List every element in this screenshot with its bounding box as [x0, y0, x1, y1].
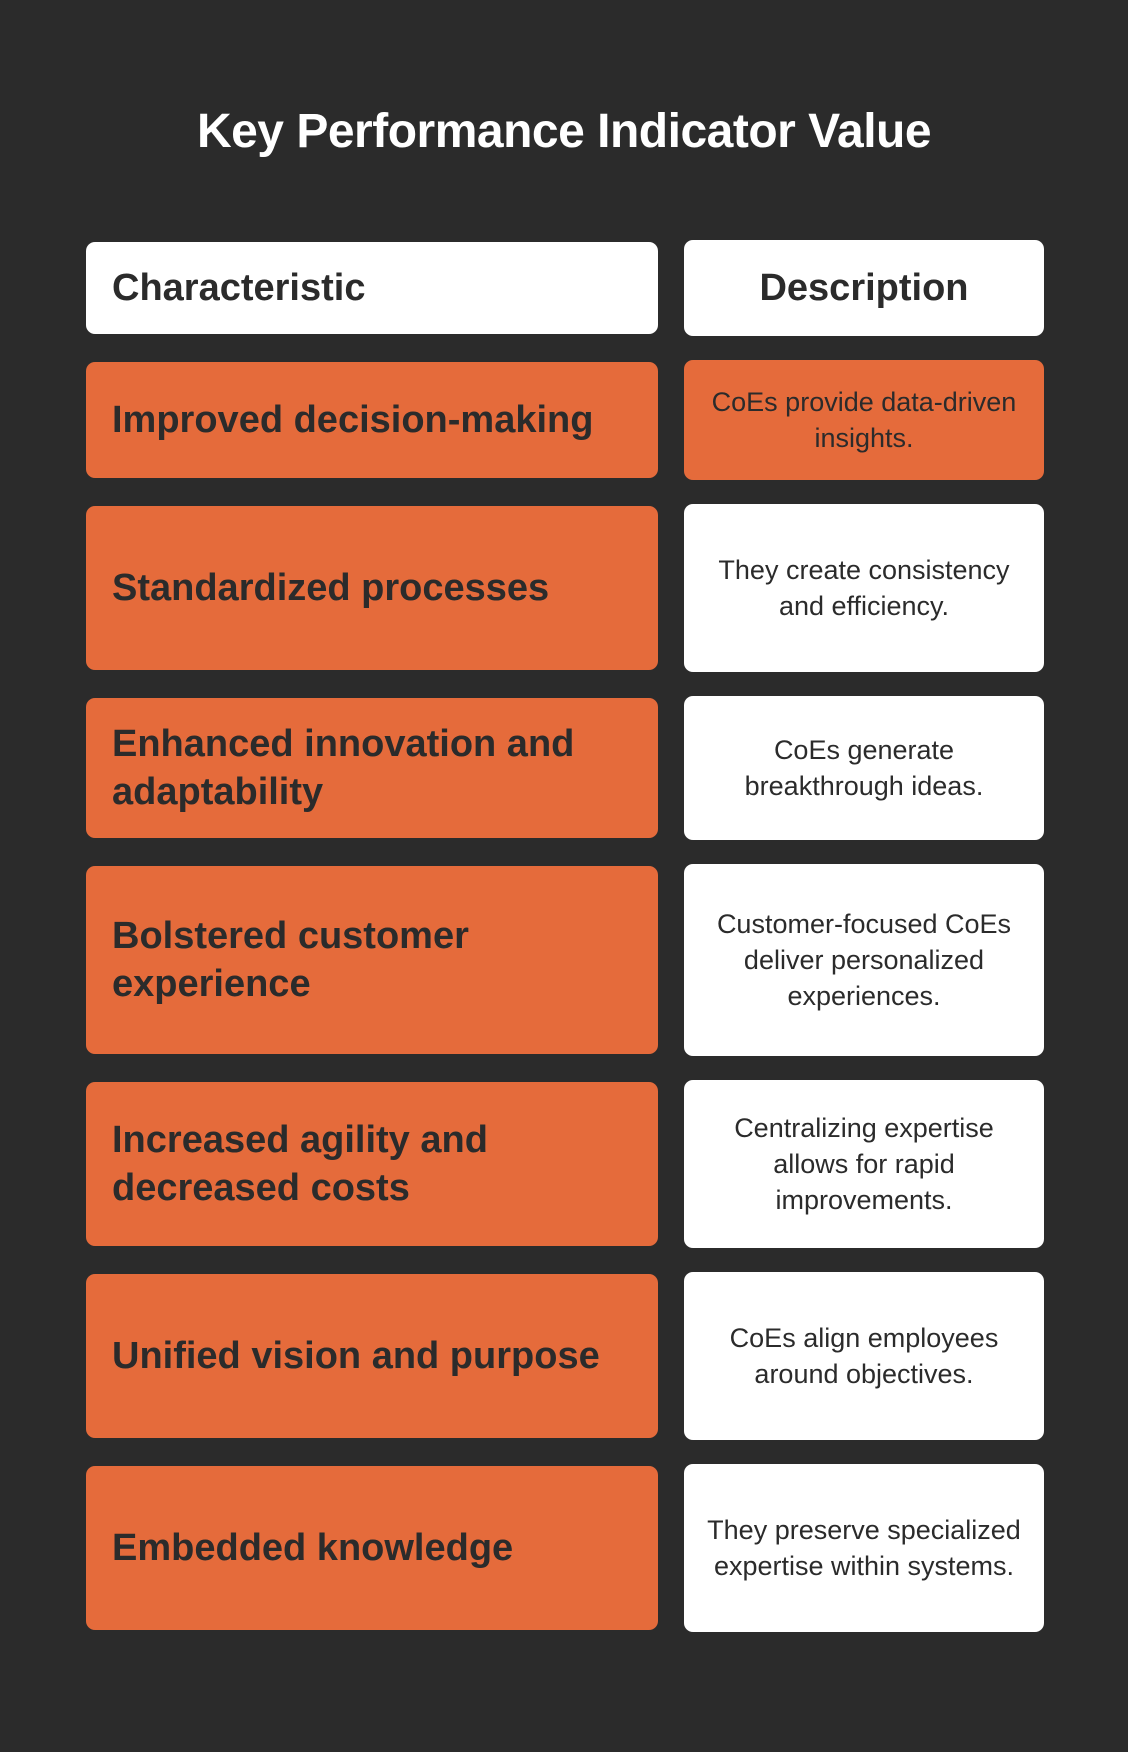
- description-cell: Customer-focused CoEs deliver personaliz…: [684, 864, 1044, 1056]
- description-text: CoEs align employees around objectives.: [729, 1323, 999, 1389]
- description-text: CoEs provide data-driven insights.: [711, 387, 1017, 453]
- description-text: CoEs generate breakthrough ideas.: [744, 735, 984, 801]
- characteristic-cell: Standardized processes: [86, 506, 658, 670]
- characteristic-cell: Bolstered customer experience: [86, 866, 658, 1054]
- characteristic-label: Unified vision and purpose: [112, 1335, 600, 1377]
- header-description-cell: Description: [684, 240, 1044, 336]
- description-cell: CoEs generate breakthrough ideas.: [684, 696, 1044, 840]
- characteristic-label: Enhanced innovation and adaptability: [112, 723, 575, 813]
- characteristic-label: Standardized processes: [112, 567, 550, 609]
- page-title: Key Performance Indicator Value: [196, 105, 932, 158]
- description-text: They create consistency and efficiency.: [718, 555, 1010, 621]
- description-cell: CoEs provide data-driven insights.: [684, 360, 1044, 480]
- characteristic-label: Bolstered customer experience: [112, 915, 469, 1005]
- description-cell: They preserve specialized expertise with…: [684, 1464, 1044, 1632]
- description-cell: Centralizing expertise allows for rapid …: [684, 1080, 1044, 1248]
- header-description-label: Description: [759, 267, 969, 309]
- header-characteristic-label: Characteristic: [112, 267, 366, 309]
- description-text: Customer-focused CoEs deliver personaliz…: [716, 909, 1012, 1011]
- characteristic-cell: Increased agility and decreased costs: [86, 1082, 658, 1246]
- header-characteristic-cell: Characteristic: [86, 242, 658, 334]
- description-text: They preserve specialized expertise with…: [707, 1515, 1021, 1581]
- characteristic-cell: Embedded knowledge: [86, 1466, 658, 1630]
- characteristic-cell: Enhanced innovation and adaptability: [86, 698, 658, 838]
- description-cell: CoEs align employees around objectives.: [684, 1272, 1044, 1440]
- characteristic-label: Increased agility and decreased costs: [112, 1119, 488, 1209]
- characteristic-cell: Unified vision and purpose: [86, 1274, 658, 1438]
- characteristic-label: Improved decision-making: [112, 399, 594, 441]
- characteristic-cell: Improved decision-making: [86, 362, 658, 478]
- characteristic-label: Embedded knowledge: [112, 1527, 514, 1569]
- description-cell: They create consistency and efficiency.: [684, 504, 1044, 672]
- description-text: Centralizing expertise allows for rapid …: [734, 1113, 994, 1215]
